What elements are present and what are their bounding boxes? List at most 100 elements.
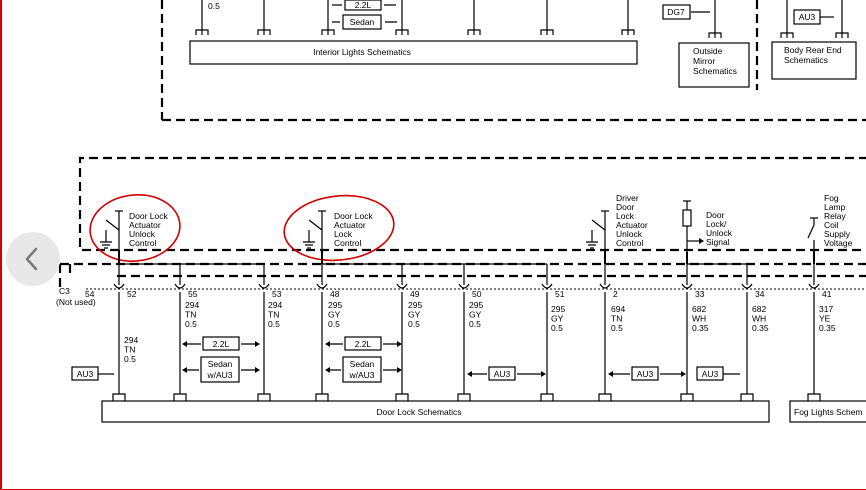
door-lock-schematics-label: Door Lock Schematics	[376, 407, 461, 417]
wire-label: 295	[408, 300, 422, 310]
body-rear-line-1: Body Rear End	[784, 45, 842, 55]
outside-mirror-line-2: Mirror	[693, 56, 715, 66]
wire-label: TN	[611, 314, 622, 324]
pin-number: 2	[613, 289, 618, 299]
wire-label: 295	[328, 300, 342, 310]
wire-label: WH	[752, 314, 766, 324]
outside-mirror-line-3: Schematics	[693, 66, 737, 76]
sedan-au3-left-1: Sedan	[208, 359, 233, 369]
pin-number: 48	[330, 289, 340, 299]
connector-note: (Not used)	[56, 297, 96, 307]
l22-mid: 2.2L	[355, 339, 372, 349]
wire-label: 682	[692, 304, 706, 314]
pin-number: 52	[127, 289, 137, 299]
wire-label: 295	[469, 300, 483, 310]
wire-label: 0.35	[692, 323, 709, 333]
lock-actuator-line-1: Door Lock	[334, 211, 373, 221]
pin-number: 53	[272, 289, 282, 299]
red-annotation-circle-lock	[283, 194, 395, 262]
wire-label: 317	[819, 304, 833, 314]
back-button[interactable]	[6, 232, 60, 286]
unlock-actuator-line-4: Control	[129, 238, 157, 248]
sedan-au3-left-2: w/AU3	[206, 370, 232, 380]
pin-number: 33	[695, 289, 705, 299]
lock-unlock-signal-symbol	[682, 200, 704, 254]
top-option-l22-box	[344, 0, 382, 11]
lock-actuator-line-2: Actuator	[334, 220, 366, 230]
wire-label: GY	[551, 314, 564, 324]
wire-label: 294	[124, 335, 138, 345]
sedan-au3-mid-1: Sedan	[350, 359, 375, 369]
pin-number: 51	[555, 289, 565, 299]
pin-number: 55	[188, 289, 198, 299]
body-rear-end-box	[771, 41, 857, 80]
wire-label: 294	[268, 300, 282, 310]
wire-label: 0.5	[469, 319, 481, 329]
interior-lights-label: Interior Lights Schematics	[313, 47, 411, 57]
dg7-tag-box	[662, 4, 691, 20]
wire-label: GY	[328, 310, 341, 320]
sedan-au3-left-box	[200, 356, 240, 383]
wire-label: 294	[185, 300, 199, 310]
unlock-actuator-symbol	[100, 210, 123, 252]
au3-b: AU3	[494, 369, 511, 379]
sedan-au3-mid-box	[342, 356, 382, 383]
driver-unlock-line-5: Unlock	[616, 229, 643, 239]
interior-lights-box	[189, 40, 638, 65]
wire-label: WH	[692, 314, 706, 324]
connector-name: C3	[59, 286, 70, 296]
driver-unlock-line-2: Door	[616, 202, 635, 212]
top-option-arrows	[332, 4, 397, 23]
pin-number: 41	[822, 289, 832, 299]
lock-unlock-line-1: Door	[706, 210, 725, 220]
interior-wires	[195, 0, 635, 35]
module-enclosure	[78, 156, 866, 252]
wire-label: TN	[268, 310, 279, 320]
wire-label: 682	[752, 304, 766, 314]
wire-label: 694	[611, 304, 625, 314]
wire-label: 0.35	[752, 323, 769, 333]
fog-lamp-symbol	[807, 217, 818, 252]
au3-b-box	[488, 366, 516, 381]
top-option-sedan: Sedan	[350, 17, 375, 27]
wire-label: TN	[124, 345, 135, 355]
fog-lamp-line-2: Lamp	[824, 202, 846, 212]
outside-mirror-line-1: Outside	[693, 46, 723, 56]
driver-unlock-line-3: Lock	[616, 211, 635, 221]
driver-unlock-symbol	[586, 210, 609, 252]
top-option-sedan-box	[342, 14, 382, 30]
pin-number: 34	[755, 289, 765, 299]
wire-label: GY	[408, 310, 421, 320]
outside-mirror-box	[678, 42, 750, 88]
unlock-actuator-line-2: Actuator	[129, 220, 161, 230]
chevron-left-icon	[25, 247, 38, 271]
wire-label: 0.5	[124, 354, 136, 364]
au3-c-box	[631, 366, 659, 381]
au3-c: AU3	[637, 369, 654, 379]
au3-a: AU3	[77, 369, 94, 379]
wire-label: 295	[551, 304, 565, 314]
fog-lamp-line-6: Voltage	[824, 238, 853, 248]
pin-54: 54	[85, 289, 95, 299]
lock-unlock-line-3: Unlock	[706, 228, 733, 238]
wire-label: 0.5	[185, 319, 197, 329]
fog-lights-schematics-box	[789, 400, 866, 423]
wire-label: 0.5	[611, 323, 623, 333]
driver-unlock-line-4: Actuator	[616, 220, 648, 230]
wire-label: 0.5	[551, 323, 563, 333]
lock-actuator-line-4: Control	[334, 238, 362, 248]
wire-label: 0.5	[328, 319, 340, 329]
wire-label: 0.35	[819, 323, 836, 333]
au3-d: AU3	[702, 369, 719, 379]
lock-actuator-line-3: Lock	[334, 229, 353, 239]
top-partial-label: 0.5	[208, 1, 220, 11]
